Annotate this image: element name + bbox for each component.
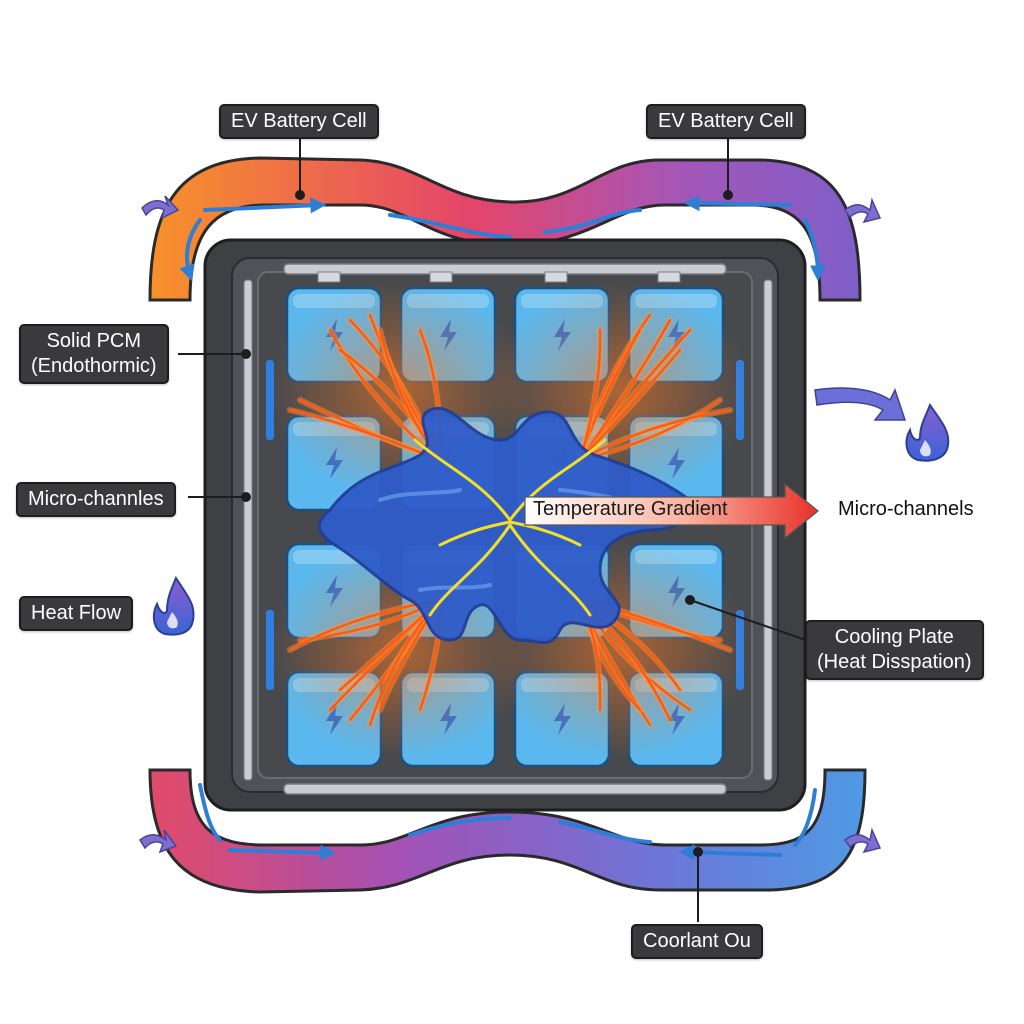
- coolant-out-label: Coorlant Ou: [631, 924, 763, 959]
- heat-strand: [578, 408, 732, 462]
- leader-lines: [178, 136, 807, 922]
- micro-channels-text: Micro-channles: [28, 488, 164, 510]
- endothermic-text: (Endothormic): [31, 355, 157, 377]
- flame-icon: [152, 575, 195, 636]
- solid-pcm-text: Solid PCM: [46, 330, 142, 352]
- coolant-out-text: Coorlant Ou: [643, 930, 751, 952]
- heat-flow-text: Heat Flow: [31, 602, 122, 624]
- ev-battery-cell-label-right: EV Battery Cell: [646, 104, 806, 139]
- micro-channels-label-left: Micro-channles: [16, 482, 176, 517]
- pcm-field-lines: [413, 438, 607, 617]
- pipe-flow-arrows: [179, 195, 826, 861]
- top-rail: [283, 263, 727, 275]
- heat-flow-strands: [287, 312, 733, 728]
- heat-strand: [578, 348, 682, 462]
- heat-strand: [288, 408, 442, 462]
- top-coolant-pipe: [148, 156, 862, 302]
- ev-battery-cell-label-left: EV Battery Cell: [219, 104, 379, 139]
- flame-icon: [905, 402, 950, 462]
- bottom-coolant-pipe: [148, 768, 867, 894]
- cooling-plate-label: Cooling Plate (Heat Disspation): [805, 620, 984, 680]
- bottom-rail: [283, 783, 727, 795]
- micro-channels-label-right: Micro-channels: [838, 498, 974, 520]
- temperature-gradient-arrow: [524, 482, 819, 540]
- heat-strand: [578, 328, 602, 462]
- heat-dissipation-text: (Heat Disspation): [817, 651, 972, 673]
- flow-arrow-icon: [814, 387, 907, 421]
- heat-flow-label: Heat Flow: [19, 596, 134, 631]
- temperature-gradient-label: Temperature Gradient: [533, 498, 728, 520]
- solid-pcm-blob: [317, 406, 696, 644]
- ev-battery-cell-text: EV Battery Cell: [658, 110, 794, 132]
- solid-pcm-label: Solid PCM (Endothormic): [19, 324, 169, 384]
- heat-strand: [578, 318, 672, 462]
- flow-arrow-icon: [139, 195, 882, 854]
- cooling-plate-text: Cooling Plate: [834, 626, 954, 648]
- ev-battery-cell-text: EV Battery Cell: [231, 110, 367, 132]
